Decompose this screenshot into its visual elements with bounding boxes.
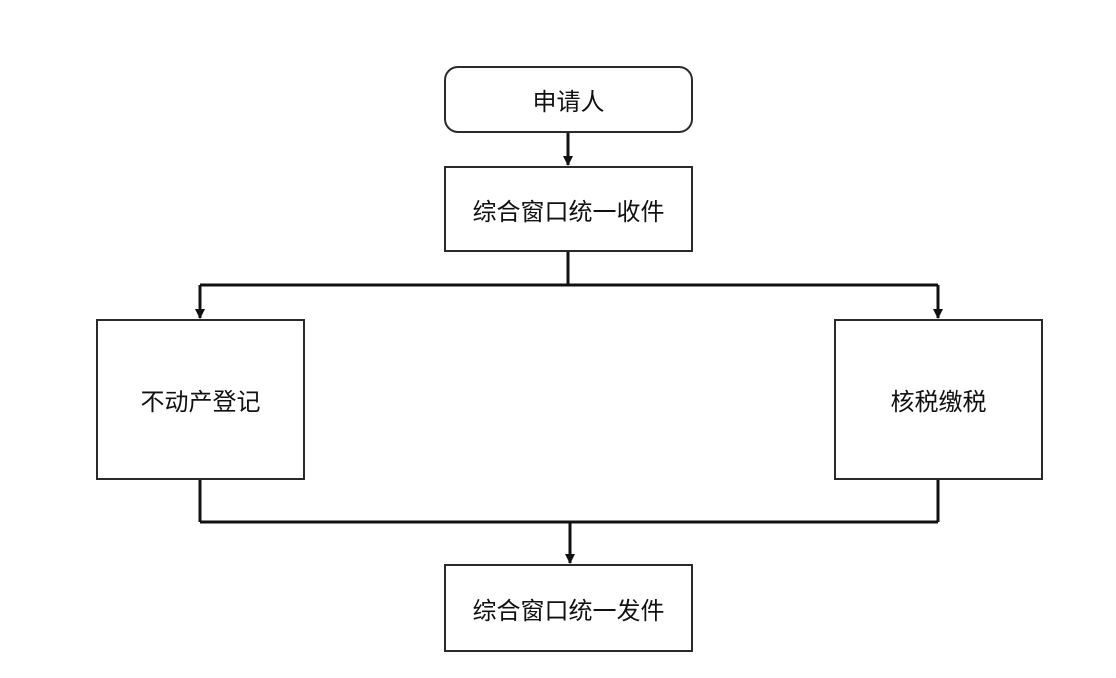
applicant-label: 申请人 xyxy=(532,88,605,116)
applicant-node: 申请人 xyxy=(444,66,693,133)
unified-dispatch-node: 综合窗口统一发件 xyxy=(444,564,693,652)
unified-dispatch-label: 综合窗口统一发件 xyxy=(472,596,665,625)
edge-receive-to-branches xyxy=(195,252,943,319)
property-registration-node: 不动产登记 xyxy=(96,319,305,480)
unified-receive-label: 综合窗口统一收件 xyxy=(472,197,665,226)
property-registration-label: 不动产登记 xyxy=(140,388,261,416)
tax-payment-label: 核税缴税 xyxy=(890,388,987,416)
edge-branches-to-dispatch xyxy=(198,480,940,564)
tax-payment-node: 核税缴税 xyxy=(834,319,1043,480)
unified-receive-node: 综合窗口统一收件 xyxy=(444,166,693,252)
